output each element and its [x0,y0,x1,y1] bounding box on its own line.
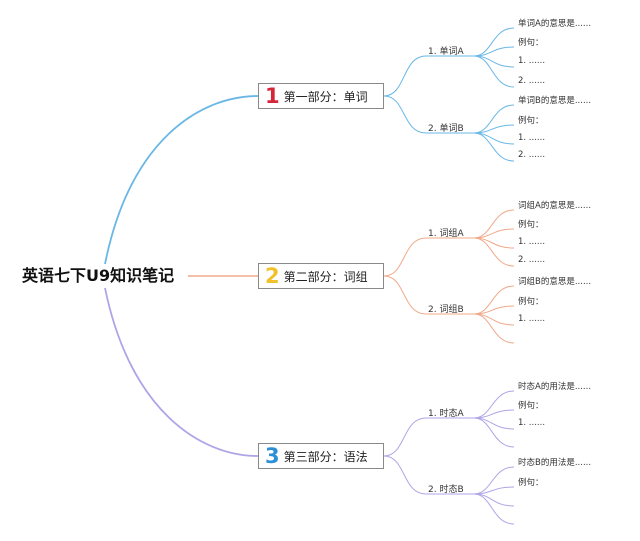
item-to-leaf-line [473,237,515,267]
section-number: 2 [265,264,280,288]
leaf-text: 例句： [518,478,544,488]
leaf-text: 时态B的用法是...... [518,458,592,468]
section-to-item-line [383,275,427,315]
section-number: 3 [265,444,280,468]
item-to-leaf-line [473,466,515,495]
leaf-text: 1. ...... [518,314,546,324]
section-to-item-line [383,237,427,277]
item-to-leaf-line [473,55,515,88]
item-label[interactable]: 1. 时态A [428,409,464,419]
leaf-text: 2. ...... [518,255,546,265]
item-label[interactable]: 2. 词组B [428,305,464,315]
leaf-text: 2. ...... [518,76,546,86]
root-topic: 英语七下U9知识笔记 [22,266,175,285]
item-to-leaf-line [473,313,515,344]
root-to-section-line [104,95,259,265]
item-to-leaf-line [473,493,515,525]
leaf-text: 2. ...... [518,150,546,160]
section-to-item-line [383,455,427,495]
section-label: 第二部分：词组 [283,269,368,284]
leaf-text: 例句： [518,401,544,411]
leaf-text: 词组B的意思是...... [518,277,592,287]
item-label[interactable]: 1. 词组A [428,229,464,239]
leaf-text: 例句： [518,220,544,230]
leaf-text: 例句： [518,116,544,126]
leaf-text: 单词A的意思是...... [518,19,592,29]
root-to-section-line [104,287,259,457]
leaf-text: 单词B的意思是...... [518,96,592,106]
item-label[interactable]: 2. 时态B [428,485,464,495]
leaf-text: 1. ...... [518,133,546,143]
item-to-leaf-line [473,104,515,134]
leaf-text: 1. ...... [518,237,546,247]
item-label[interactable]: 1. 单词A [428,47,464,57]
item-to-leaf-line [473,285,515,315]
item-to-leaf-line [473,390,515,419]
item-to-leaf-line [473,417,515,448]
item-to-leaf-line [473,46,515,57]
item-to-leaf-line [473,228,515,239]
leaf-text: 1. ...... [518,56,546,66]
item-to-leaf-line [473,209,515,239]
section-to-item-line [383,55,427,97]
section-label: 第一部分：单词 [283,89,368,104]
section-label: 第三部分：语法 [283,449,368,464]
section-to-item-line [383,417,427,457]
leaf-text: 例句： [518,38,544,48]
section-to-item-line [383,95,427,134]
leaf-text: 词组A的意思是...... [518,201,592,211]
leaf-text: 时态A的用法是...... [518,382,592,392]
item-to-leaf-line [473,132,515,162]
item-to-leaf-line [473,27,515,57]
leaf-text: 例句： [518,297,544,307]
leaf-text: 1. ...... [518,418,546,428]
item-label[interactable]: 2. 单词B [428,124,464,134]
section-number: 1 [265,84,280,108]
